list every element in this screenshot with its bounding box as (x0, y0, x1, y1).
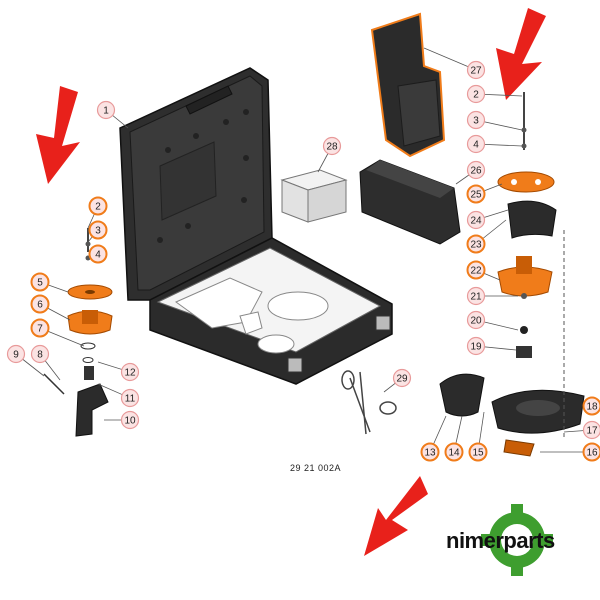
callout-5: 5 (30, 272, 69, 293)
callout-label: 14 (448, 448, 460, 459)
callout-9: 9 (6, 344, 45, 377)
callout-24: 24 (466, 209, 509, 230)
callout-label: 13 (424, 448, 436, 459)
callout-12: 12 (97, 361, 140, 382)
callout-3: 3 (87, 220, 108, 243)
callout-1: 1 (96, 100, 129, 129)
cardboard-box (280, 169, 348, 223)
holster-pouch (370, 12, 446, 158)
scissors (341, 370, 397, 435)
callout-label: 12 (124, 368, 136, 379)
callout-6: 6 (30, 294, 71, 321)
callout-label: 1 (103, 106, 109, 117)
callout-label: 22 (470, 266, 482, 277)
callout-label: 9 (13, 350, 19, 361)
callout-label: 29 (396, 374, 408, 385)
callout-29: 29 (383, 368, 412, 393)
callout-15: 15 (468, 411, 488, 462)
callout-label: 18 (586, 402, 598, 413)
gear-logo-icon (481, 504, 553, 576)
callout-2: 2 (466, 84, 523, 104)
callout-20: 20 (466, 310, 519, 331)
callout-label: 8 (37, 350, 43, 361)
left-assembly (43, 228, 113, 437)
callout-25: 25 (466, 183, 503, 204)
callout-label: 2 (473, 90, 479, 101)
red-arrow-left (36, 86, 80, 184)
callout-8: 8 (30, 344, 61, 381)
red-arrow-bottom (364, 476, 428, 556)
callout-label: 24 (470, 216, 482, 227)
callout-label: 4 (473, 140, 479, 151)
callout-label: 3 (95, 226, 101, 237)
callout-16: 16 (540, 442, 600, 462)
callout-27: 27 (423, 47, 486, 80)
right-assembly (439, 92, 585, 457)
callout-4: 4 (87, 244, 108, 264)
callout-label: 16 (586, 448, 598, 459)
callout-label: 15 (472, 448, 484, 459)
callout-label: 27 (470, 66, 482, 77)
callout-label: 23 (470, 240, 482, 251)
callout-label: 4 (95, 250, 101, 261)
callout-26: 26 (455, 160, 486, 185)
callout-23: 23 (466, 219, 507, 254)
callout-19: 19 (466, 336, 517, 356)
callout-label: 5 (37, 278, 43, 289)
red-arrow-right (496, 8, 546, 100)
callout-18: 18 (582, 396, 600, 416)
callout-22: 22 (466, 260, 501, 281)
callout-label: 3 (473, 116, 479, 127)
callout-label: 10 (124, 416, 136, 427)
callout-28: 28 (317, 136, 342, 173)
callout-3: 3 (466, 110, 523, 131)
callout-label: 11 (125, 394, 136, 405)
figure-code: 29 21 002A (290, 463, 342, 473)
callout-10: 10 (104, 410, 140, 430)
callout-21: 21 (466, 286, 518, 306)
callout-label: 7 (37, 324, 43, 335)
callout-label: 6 (37, 300, 43, 311)
callout-13: 13 (420, 415, 447, 462)
callout-label: 17 (586, 426, 598, 437)
callout-14: 14 (444, 415, 464, 462)
callout-label: 2 (95, 202, 101, 213)
carrying-case (119, 67, 393, 385)
callout-label: 21 (470, 292, 482, 303)
callout-label: 25 (470, 190, 482, 201)
callout-2: 2 (87, 196, 108, 229)
storage-bag (359, 159, 461, 245)
callout-4: 4 (466, 134, 523, 154)
callout-11: 11 (97, 383, 140, 408)
callout-7: 7 (30, 318, 85, 347)
callout-label: 19 (470, 342, 482, 353)
callout-17: 17 (563, 420, 600, 440)
callout-label: 26 (470, 166, 482, 177)
brand-wordmark: nimerparts (446, 528, 555, 553)
callout-label: 20 (470, 316, 482, 327)
callout-label: 28 (326, 142, 338, 153)
